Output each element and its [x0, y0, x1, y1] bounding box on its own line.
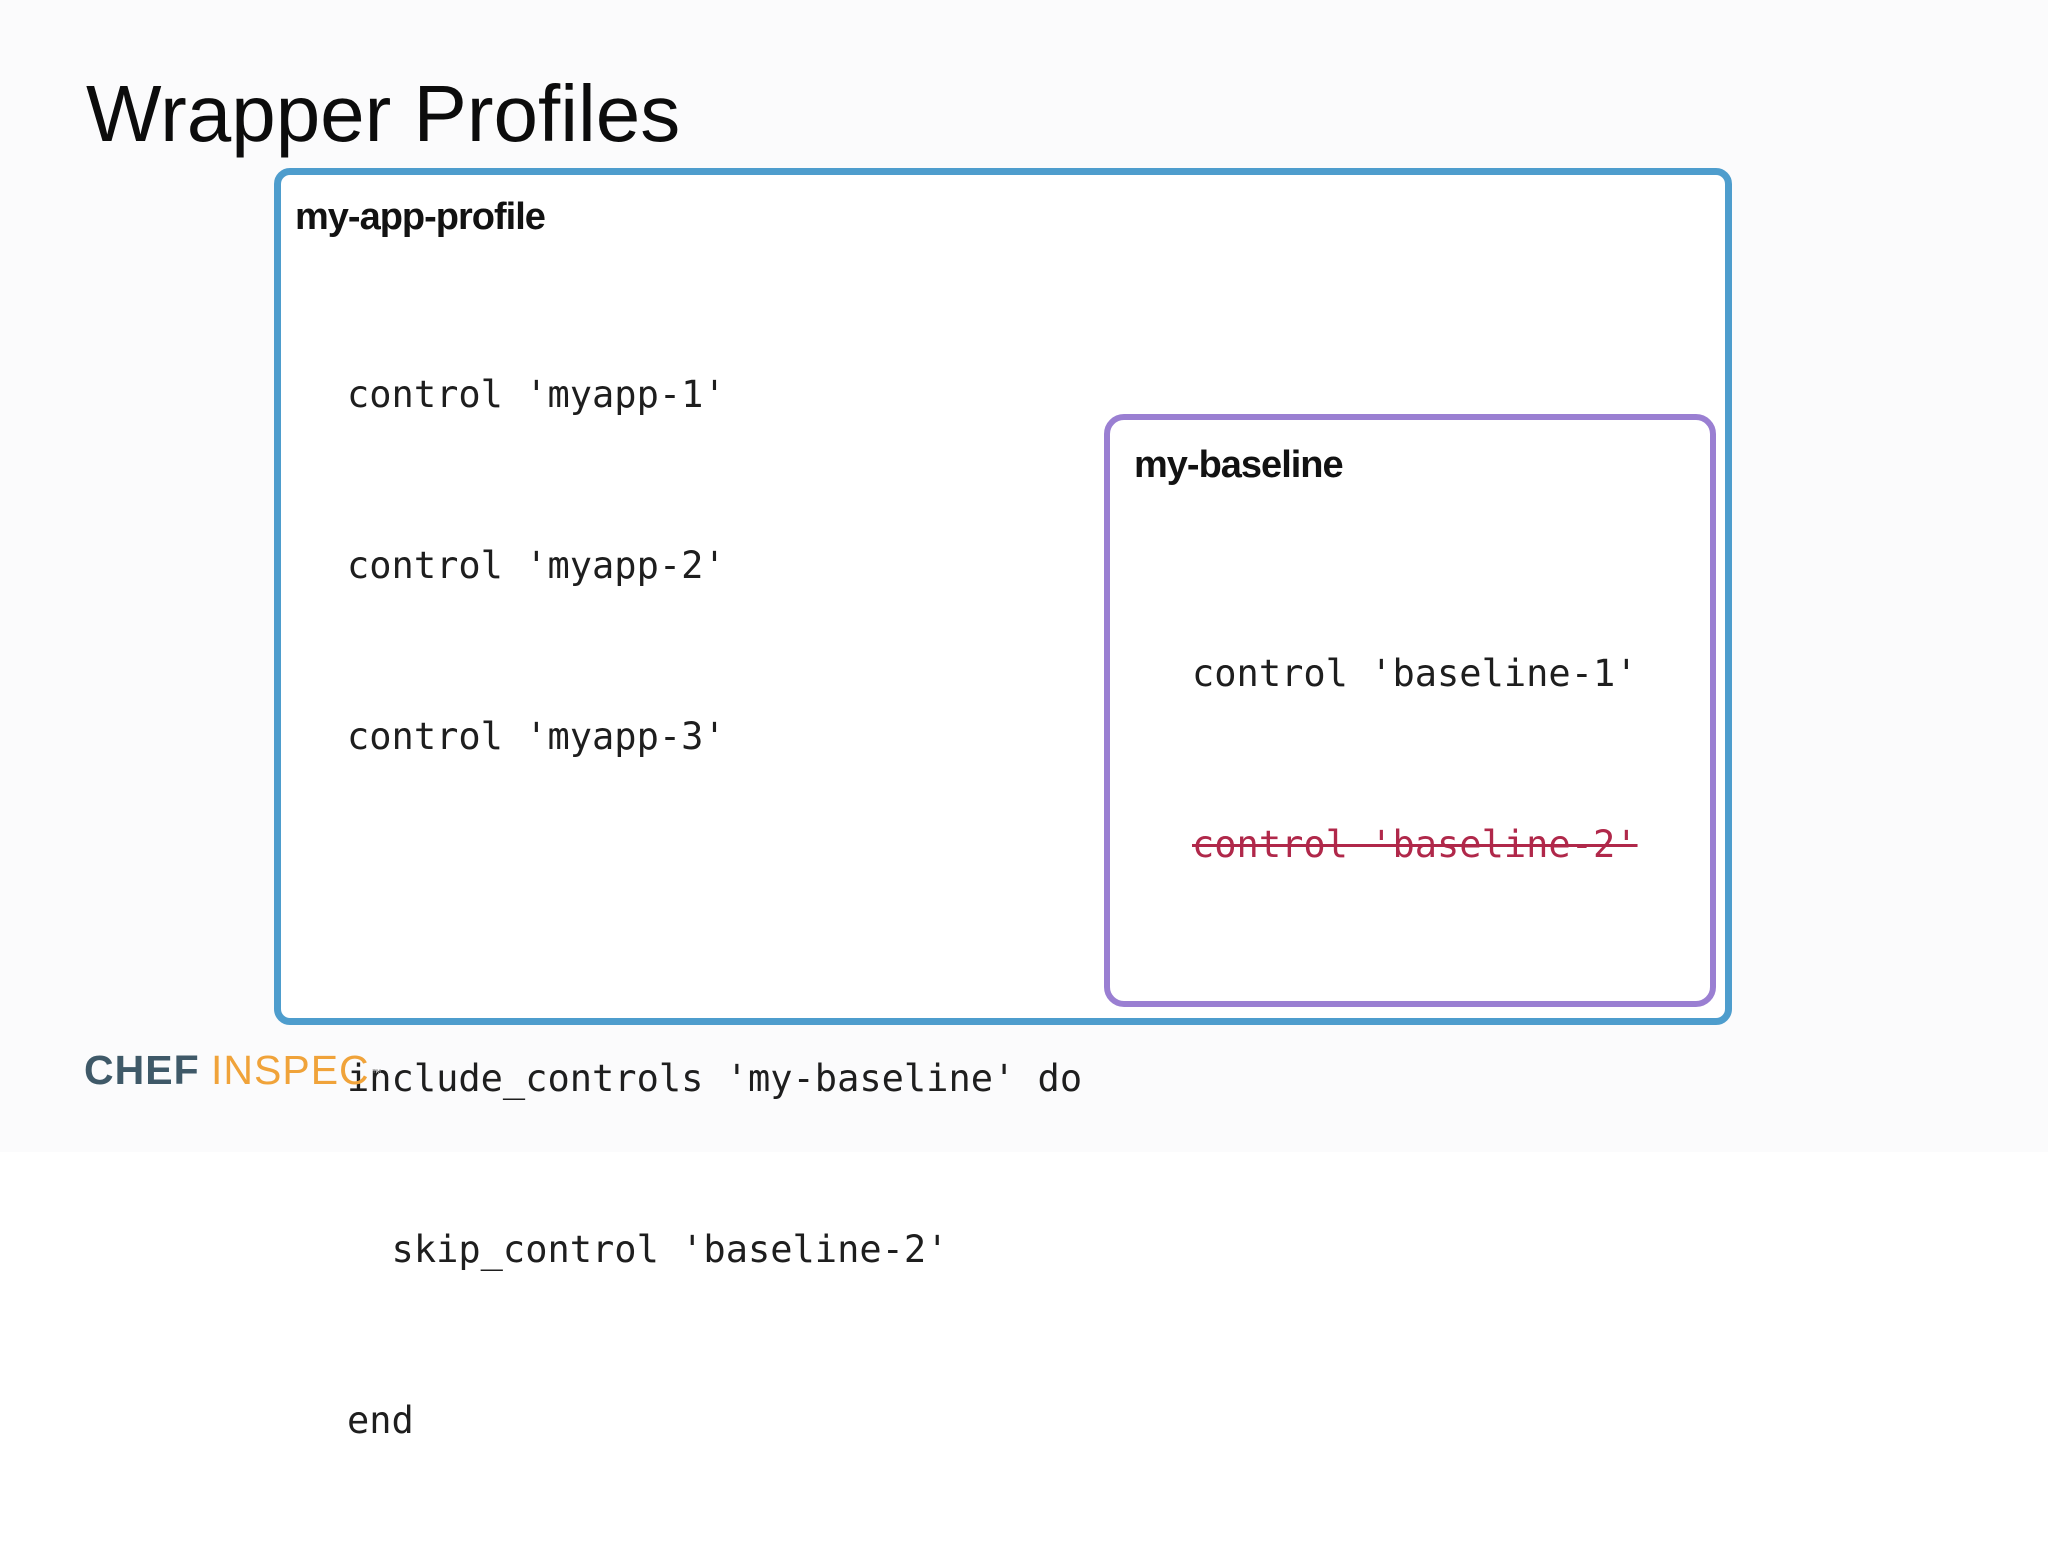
inner-profile-box: my-baseline control 'baseline-1' control…	[1104, 414, 1716, 1007]
code-line: control 'myapp-3'	[347, 715, 726, 758]
logo-trademark: ™	[371, 1068, 382, 1079]
slide-title: Wrapper Profiles	[86, 69, 681, 158]
logo-chef-text: CHEF	[84, 1047, 200, 1093]
slide: Wrapper Profiles my-app-profile control …	[84, 69, 1732, 1442]
code-line: skip_control 'baseline-2'	[347, 1228, 949, 1271]
skipped-code-line: control 'baseline-2'	[1192, 823, 1638, 866]
code-line: end	[347, 1399, 414, 1442]
code-line-blank	[347, 879, 1082, 936]
code-line: include_controls 'my-baseline' do	[347, 1057, 1083, 1100]
logo-inspec-text: INSPEC	[211, 1047, 370, 1093]
code-line: control 'myapp-2'	[347, 544, 726, 587]
code-line: control 'myapp-1'	[347, 373, 726, 416]
code-line: control 'baseline-1'	[1192, 652, 1638, 695]
inner-profile-name: my-baseline	[1134, 444, 1344, 486]
outer-profile-name: my-app-profile	[295, 196, 546, 238]
inner-profile-code: control 'baseline-1' control 'baseline-2…	[1192, 531, 1638, 987]
outer-profile-code: control 'myapp-1' control 'myapp-2' cont…	[347, 252, 1082, 1563]
